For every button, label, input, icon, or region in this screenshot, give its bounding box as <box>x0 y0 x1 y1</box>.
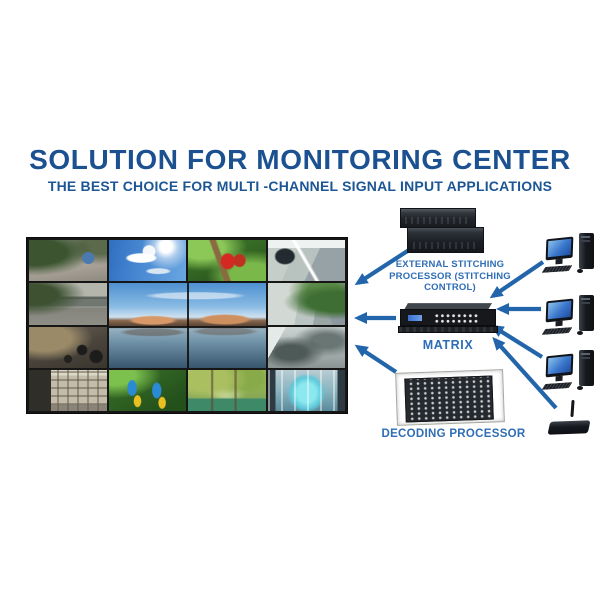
decoding-processor-label: DECODING PROCESSOR <box>381 428 526 440</box>
wall-tile-mountain-lake <box>108 283 266 368</box>
wall-tile-factory-interior-cam <box>267 326 345 368</box>
computer-keyboard <box>541 382 573 390</box>
wall-tile-corridor-cam <box>267 369 345 411</box>
matrix-label: MATRIX <box>422 338 474 352</box>
video-wall <box>26 237 348 414</box>
rack-vents <box>412 242 479 249</box>
computer-monitor <box>545 298 574 323</box>
decoding-processor-device <box>395 369 505 426</box>
matrix-ports <box>434 313 479 324</box>
matrix-display <box>408 315 422 321</box>
wall-tile-dove-sky <box>108 240 186 282</box>
wall-tile-road-gate-cam <box>267 240 345 282</box>
wall-tile-warehouse-cam <box>29 326 107 368</box>
wireless-receiver <box>546 399 594 440</box>
wall-tile-fence-gate-cam <box>29 283 107 325</box>
page-subtitle: THE BEST CHOICE FOR MULTI -CHANNEL SIGNA… <box>47 178 553 194</box>
page-title: SOLUTION FOR MONITORING CENTER <box>29 144 571 175</box>
computer-keyboard <box>541 327 573 335</box>
computer-keyboard <box>541 265 573 273</box>
computer-tower <box>579 295 594 331</box>
workstation-computer-1 <box>541 231 597 277</box>
computer-mouse <box>577 386 583 390</box>
computer-tower <box>579 233 594 269</box>
computer-monitor <box>545 353 574 378</box>
wall-tile-street-trees-cam <box>267 283 345 325</box>
arrow-decoder-to-wall <box>354 344 398 374</box>
wall-tile-spring-park <box>188 369 266 411</box>
wall-tile-building-cam <box>29 369 107 411</box>
rack-vents <box>405 217 471 224</box>
matrix-base <box>398 326 498 333</box>
computer-mouse <box>577 331 583 335</box>
rack-unit-top <box>400 208 476 228</box>
wall-tile-street-entrance-cam <box>29 240 107 282</box>
matrix-front-panel <box>400 309 496 326</box>
stitching-processor-label: EXTERNAL STITCHING PROCESSOR (STITCHING … <box>389 259 511 293</box>
wall-tile-blue-macaws <box>108 369 186 411</box>
wall-tile-scarlet-macaws <box>188 240 266 282</box>
arrow-pc3-to-matrix <box>490 324 544 359</box>
workstation-computer-2 <box>541 293 597 339</box>
router-antenna-icon <box>570 399 575 418</box>
workstation-computer-3 <box>541 348 597 394</box>
computer-monitor <box>545 236 574 261</box>
matrix-device <box>398 303 498 336</box>
stitching-processor-device <box>398 206 486 254</box>
computer-mouse <box>577 269 583 273</box>
router-body <box>547 420 591 435</box>
computer-tower <box>579 350 594 386</box>
rack-unit-bottom <box>407 227 484 253</box>
decoder-board <box>404 375 494 423</box>
